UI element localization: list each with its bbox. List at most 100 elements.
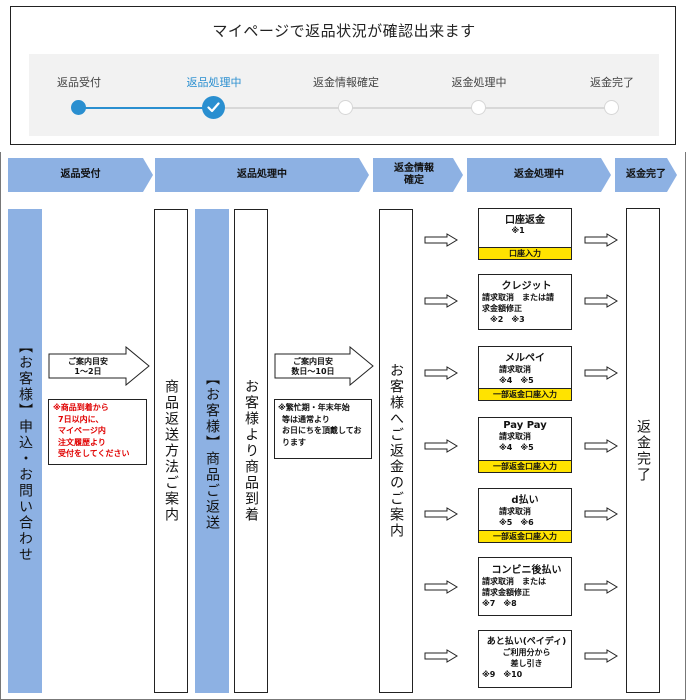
column-item-arrival-text: お客様より商品到着 bbox=[243, 379, 259, 523]
arrow-to-refund-method bbox=[424, 579, 458, 594]
arrow-to-complete bbox=[584, 506, 618, 521]
refund-credit-card: クレジット 請求取消 または請 求金額修正 ※2 ※3 bbox=[478, 274, 572, 330]
refund-method-title: 口座返金 bbox=[505, 215, 545, 226]
note-deadline: ※商品到着から 7日以内に、 マイページ内 注文履歴より 受付をしてください bbox=[48, 399, 147, 465]
column-item-arrival: お客様より商品到着 bbox=[234, 209, 268, 693]
arrow-guide-line1: ご案内目安 bbox=[68, 357, 108, 366]
note-deadline-line: ※商品到着から bbox=[53, 403, 109, 412]
arrow-shape bbox=[584, 366, 618, 380]
step-label-refund-complete: 返金完了 bbox=[590, 76, 634, 89]
step-label-info-confirmed: 返金情報確定 bbox=[313, 76, 379, 89]
refund-method-title: コンビニ後払い bbox=[491, 565, 562, 576]
note-busy-line: ※繁忙期・年末年始 bbox=[278, 403, 350, 412]
arrow-refund-line2: 数日〜10日 bbox=[291, 367, 335, 377]
header-received: 返品受付 bbox=[8, 158, 153, 192]
step-dot-pending bbox=[604, 100, 619, 115]
arrow-shape bbox=[584, 439, 618, 453]
arrow-shape bbox=[584, 294, 618, 308]
column-customer-return: 【お客様】商品ご返送 bbox=[195, 209, 229, 693]
step-dot-current bbox=[202, 96, 225, 119]
refund-method-line: ※9 ※10 bbox=[482, 670, 523, 679]
note-deadline-line: 7日以内に、 bbox=[58, 414, 104, 424]
note-busy-season: ※繁忙期・年末年始 等は通常より お日にちを頂戴してお ります bbox=[274, 399, 372, 459]
step-dot-pending bbox=[338, 100, 353, 115]
partial-refund-input-bar: 一部返金口座入力 bbox=[479, 460, 571, 472]
arrow-shape bbox=[584, 233, 618, 247]
refund-method-line: 請求取消 bbox=[499, 365, 531, 374]
column-customer-return-text: 【お客様】商品ご返送 bbox=[204, 371, 220, 531]
arrow-refund-line1: ご案内目安 bbox=[293, 357, 333, 366]
arrow-to-refund-method bbox=[424, 293, 458, 308]
arrow-guide-line2: 1〜2日 bbox=[74, 367, 102, 377]
refund-method-line: 請求取消 または bbox=[482, 577, 546, 586]
arrow-guide-text: ご案内目安 1〜2日 bbox=[48, 357, 128, 378]
panel-title: マイページで返品状況が確認出来ます bbox=[212, 22, 476, 40]
arrow-shape bbox=[584, 580, 618, 594]
arrow-shape bbox=[424, 507, 458, 521]
status-panel: マイページで返品状況が確認出来ます 返品受付 返品処理中 返金情報確定 返金処理… bbox=[10, 6, 676, 145]
note-deadline-line: 注文履歴より bbox=[58, 437, 106, 447]
arrow-shape bbox=[424, 366, 458, 380]
refund-bank-transfer: 口座返金 ※1 口座入力 bbox=[478, 208, 572, 260]
arrow-to-refund-method bbox=[424, 648, 458, 663]
refund-method-line: ※1 bbox=[511, 226, 525, 235]
note-busy-line: 等は通常より bbox=[282, 414, 330, 424]
check-icon bbox=[207, 102, 220, 113]
arrow-to-refund-method bbox=[424, 506, 458, 521]
arrow-guide-timing: ご案内目安 1〜2日 bbox=[48, 346, 150, 386]
refund-d-payment: d払い 請求取消 ※5 ※6 一部返金口座入力 bbox=[478, 488, 572, 543]
refund-method-line: 請求取消 bbox=[499, 432, 531, 441]
step-dot-done bbox=[71, 100, 86, 115]
refund-convenience-deferred: コンビニ後払い 請求取消 または 請求金額修正 ※7 ※8 bbox=[478, 557, 572, 616]
arrow-shape bbox=[424, 439, 458, 453]
refund-method-line: ※4 ※5 bbox=[499, 443, 534, 452]
refund-method-title: メルペイ bbox=[505, 353, 545, 364]
arrow-to-complete bbox=[584, 579, 618, 594]
partial-refund-input-bar: 一部返金口座入力 bbox=[479, 530, 571, 542]
arrow-to-complete bbox=[584, 648, 618, 663]
arrow-shape bbox=[424, 233, 458, 247]
arrow-to-complete bbox=[584, 438, 618, 453]
header-info-confirmed: 返金情報確定 bbox=[373, 158, 463, 192]
arrow-to-complete bbox=[584, 293, 618, 308]
header-refund-processing: 返金処理中 bbox=[467, 158, 611, 192]
refund-method-title: d払い bbox=[511, 495, 539, 506]
refund-method-title: クレジット bbox=[501, 281, 552, 292]
bank-input-bar: 口座入力 bbox=[479, 247, 571, 259]
refund-paypay: Pay Pay 請求取消 ※4 ※5 一部返金口座入力 bbox=[478, 417, 572, 473]
refund-method-title: あと払い(ペイディ) bbox=[486, 637, 567, 647]
step-dot-pending bbox=[471, 100, 486, 115]
refund-method-line: 求金額修正 bbox=[482, 304, 522, 313]
refund-merpay: メルペイ 請求取消 ※4 ※5 一部返金口座入力 bbox=[478, 346, 572, 401]
refund-method-line: ※2 ※3 bbox=[490, 315, 525, 324]
note-busy-line: お日にちを頂戴してお bbox=[282, 426, 362, 436]
column-refund-complete-text: 返金完了 bbox=[635, 418, 651, 483]
partial-refund-input-bar: 一部返金口座入力 bbox=[479, 388, 571, 400]
step-label-processing: 返品処理中 bbox=[186, 76, 242, 89]
arrow-shape bbox=[274, 346, 374, 386]
arrow-to-complete bbox=[584, 365, 618, 380]
arrow-to-refund-method bbox=[424, 365, 458, 380]
note-deadline-line: マイページ内 bbox=[58, 426, 106, 436]
note-busy-line: ります bbox=[282, 437, 306, 447]
refund-method-line: 請求取消 bbox=[499, 507, 531, 516]
header-refund-complete: 返金完了 bbox=[615, 158, 677, 192]
column-customer-inquiry: 【お客様】申込・お問い合わせ bbox=[8, 209, 42, 693]
header-processing: 返品処理中 bbox=[155, 158, 369, 192]
refund-method-line: 請求取消 または請 bbox=[482, 293, 554, 302]
refund-method-line: ※7 ※8 bbox=[482, 599, 517, 608]
refund-method-title: Pay Pay bbox=[503, 420, 547, 431]
column-refund-complete: 返金完了 bbox=[626, 208, 660, 693]
header-info-confirmed-text: 返金情報確定 bbox=[394, 162, 434, 186]
refund-method-line: ※4 ※5 bbox=[499, 376, 534, 385]
refund-method-line: ※5 ※6 bbox=[499, 518, 534, 527]
column-customer-inquiry-text: 【お客様】申込・お問い合わせ bbox=[17, 339, 33, 563]
arrow-shape bbox=[424, 649, 458, 663]
refund-method-line: 差し引き bbox=[510, 659, 543, 668]
arrow-shape bbox=[584, 649, 618, 663]
column-refund-guide: お客様へご返金のご案内 bbox=[379, 209, 413, 693]
arrow-shape bbox=[48, 346, 150, 386]
progress-track-remaining bbox=[214, 107, 614, 109]
refund-paidy: あと払い(ペイディ) ご利用分から 差し引き ※9 ※10 bbox=[478, 630, 572, 688]
note-deadline-line: 受付をしてください bbox=[58, 449, 130, 459]
